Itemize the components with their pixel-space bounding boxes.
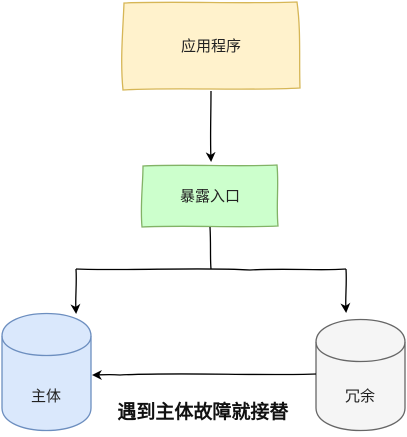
gateway-node[interactable]: 暴露入口	[140, 164, 279, 228]
replica-label: 冗余	[345, 387, 375, 405]
replica-cylinder-rim	[315, 341, 406, 363]
application-label: 应用程序	[181, 37, 241, 55]
replica-cylinder-body	[315, 318, 406, 432]
application-node[interactable]: 应用程序	[121, 1, 301, 91]
gateway-label: 暴露入口	[180, 187, 240, 205]
gateway-box	[140, 164, 279, 228]
arrow-failover	[92, 369, 317, 380]
arrow-to-primary	[70, 268, 81, 314]
connector-horizontal-split	[75, 268, 347, 271]
replica-database[interactable]: 冗余	[315, 318, 406, 432]
connector-gateway-down	[209, 226, 212, 270]
application-box	[121, 1, 301, 91]
primary-label: 主体	[31, 387, 61, 405]
primary-cylinder-rim	[1, 335, 92, 357]
arrow-to-replica	[340, 268, 351, 313]
primary-cylinder-body	[1, 312, 92, 432]
primary-database[interactable]: 主体	[1, 312, 92, 432]
failover-label: 遇到主体故障就接替	[117, 400, 289, 423]
